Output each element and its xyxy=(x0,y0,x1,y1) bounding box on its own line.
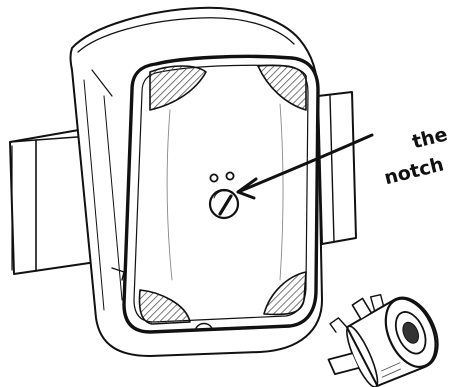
right-bolt xyxy=(318,92,356,244)
lock-cylinder xyxy=(311,276,447,387)
